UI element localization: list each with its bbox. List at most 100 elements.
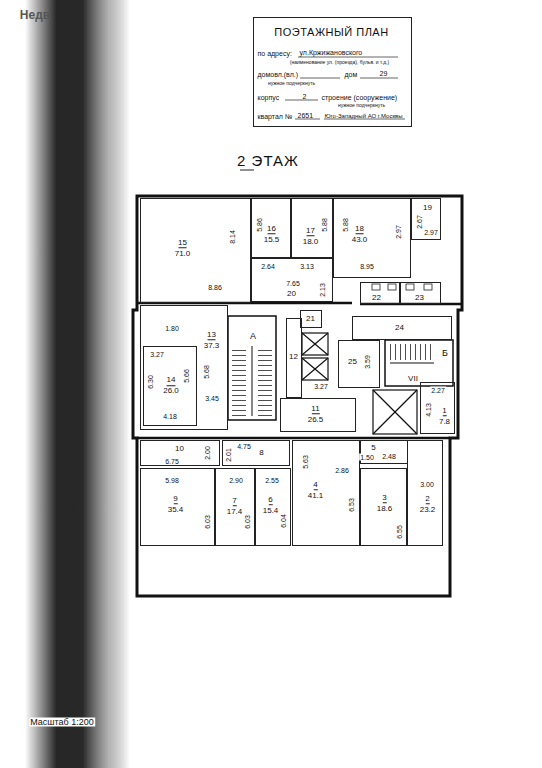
header-text: 2651	[298, 111, 314, 118]
dimension-label: 8.14	[229, 229, 236, 245]
dimension-label: 6.03	[204, 514, 211, 530]
header-text: Юго-Западный АО г.Москвы	[325, 113, 403, 119]
header-text: 29	[380, 69, 388, 76]
dimension-label: 3.00	[419, 481, 435, 488]
room-area: 18.6	[377, 505, 393, 513]
header-text: строение (сооружение)	[322, 93, 398, 100]
room-number: 20	[287, 290, 296, 298]
room-number: 5	[371, 444, 375, 452]
dimension-label: 4.75	[236, 443, 252, 450]
stair-letter: Б	[441, 349, 449, 358]
room-area: 23.2	[420, 506, 436, 514]
header-text: (наименование ул. (проезда), бульв. и т.…	[290, 59, 389, 64]
dimension-label: 5.68	[203, 364, 210, 380]
dimension-label: 2.97	[423, 229, 439, 236]
watermark: Недв	[19, 9, 51, 21]
room-number: 4	[313, 481, 317, 491]
room-area: 15.5	[264, 236, 280, 244]
room-number: 9	[173, 495, 177, 505]
room-area: 17.4	[227, 508, 243, 516]
title-block: ПОЭТАЖНЫЙ ПЛАНпо адресу:ул.Кржижановског…	[253, 17, 412, 127]
room-outline: 223.2	[407, 440, 443, 546]
room-outline: 23	[400, 282, 441, 304]
room-area: 15.4	[263, 507, 279, 515]
dimension-label: 2.86	[334, 467, 350, 474]
room-number: 19	[423, 204, 432, 212]
dimension-label: 3.13	[299, 263, 315, 270]
dimension-label: 5.88	[321, 217, 328, 233]
dimension-label: 2.01	[225, 447, 232, 463]
dimension-label: 4.18	[162, 413, 178, 420]
room-number: 12	[289, 353, 298, 361]
dimension-label: 6.30	[147, 374, 154, 390]
stair-letter: А	[249, 332, 257, 341]
room-outline: 22	[360, 282, 400, 304]
room-area: 41.1	[308, 492, 324, 500]
dimension-label: 2.00	[204, 445, 211, 461]
room-outline: 1126.5	[280, 398, 356, 432]
room-number: 24	[395, 324, 404, 332]
room-number: 23	[415, 294, 424, 302]
header-text: квартал №	[258, 112, 293, 119]
dimension-label: 2.48	[381, 453, 397, 460]
dimension-label: 8.86	[207, 284, 223, 291]
scan-shadow	[25, 0, 130, 768]
room-number: 8	[259, 449, 263, 457]
dimension-label: 2.55	[264, 477, 280, 484]
room-number: 22	[372, 294, 381, 302]
dimension-label: 5.66	[183, 368, 190, 384]
header-text: домовл.(вл.)	[258, 70, 299, 77]
dimension-label: 6.75	[164, 458, 180, 465]
room-number: 7	[232, 497, 236, 507]
room-outline: 21	[300, 310, 322, 328]
dimension-label: 2.90	[228, 477, 244, 484]
room-number: 14	[167, 376, 176, 386]
dimension-label: 6.04	[280, 513, 287, 529]
room-area: 18.0	[303, 238, 319, 246]
header-text: нужное подчеркнуть	[338, 102, 385, 107]
header-text: нужное подчеркнуть	[268, 80, 315, 85]
dimension-label: 5.63	[302, 454, 309, 470]
dimension-label: 3.59	[364, 354, 371, 370]
room-outline: 1571.0	[140, 198, 251, 303]
room-area: 43.0	[352, 236, 368, 244]
room-number: 21	[306, 315, 315, 323]
room-number: 17	[306, 227, 315, 237]
dimension-label: 3.27	[313, 383, 329, 390]
sanitary-stalls	[372, 284, 432, 290]
dimension-label: 3.45	[204, 395, 220, 402]
dimension-label: 4.13	[425, 402, 432, 418]
dimension-label: 1.50	[359, 454, 375, 461]
dimension-label: 2.64	[260, 263, 276, 270]
room-number: 25	[348, 358, 357, 366]
dimension-label: 2.97	[395, 224, 402, 240]
dimension-label: 5.88	[342, 217, 349, 233]
room-number: 6	[268, 496, 272, 506]
dimension-label: 2.67	[416, 214, 423, 230]
dimension-label: 2.27	[430, 387, 446, 394]
room-area: 71.0	[175, 250, 191, 258]
room-number: 1	[442, 407, 446, 417]
dimension-label: 5.98	[164, 477, 180, 484]
stair-b	[385, 340, 453, 386]
room-number: 15	[178, 239, 187, 249]
floor-title: 2 ЭТАЖ	[236, 153, 300, 168]
scale-note: Масштаб 1:200	[29, 718, 95, 727]
room-number: 13	[207, 331, 216, 341]
room-number: 18	[355, 225, 364, 235]
header-text: ул.Кржижановского	[300, 48, 363, 55]
dimension-label: 7.65	[285, 280, 301, 287]
room-outline: 8	[222, 440, 290, 466]
dimension-label: 1.80	[164, 325, 180, 332]
room-number: 10	[175, 445, 184, 453]
room-area: 26.0	[163, 387, 179, 395]
header-text: дом	[345, 70, 358, 77]
room-area: 7.8	[439, 418, 450, 426]
dimension-label: 6.55	[396, 524, 403, 540]
title-underline	[240, 170, 254, 171]
room-number: 16	[267, 225, 276, 235]
header-text: ПОЭТАЖНЫЙ ПЛАН	[274, 26, 388, 37]
dimension-label: 5.86	[256, 217, 263, 233]
room-area: 37.3	[204, 342, 220, 350]
header-text: корпус	[258, 93, 280, 100]
